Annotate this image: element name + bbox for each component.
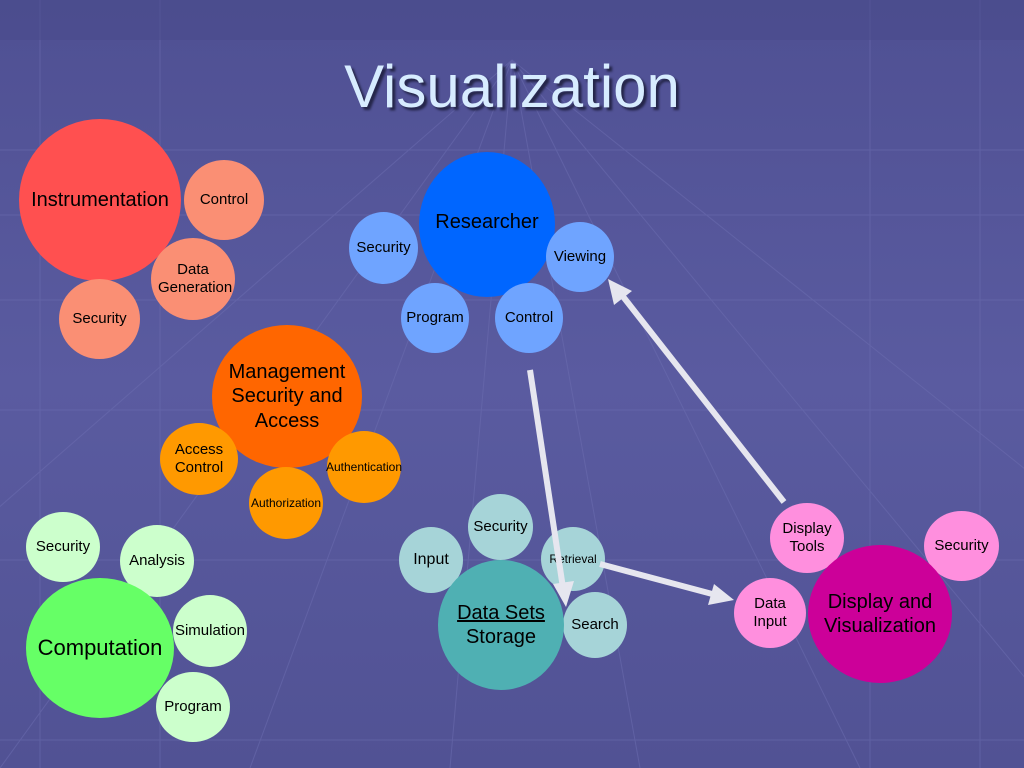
instrumentation-control-bubble: Control [184,160,264,240]
researcher-bubble: Researcher [419,152,555,297]
computation-simulation-label: Simulation [174,621,246,639]
display-visualization-label: Display and Visualization [824,590,936,637]
management-authentication-bubble: Authentication [325,431,403,503]
data-sets-search-label: Search [571,615,619,633]
management-access-control-bubble: Access Control [160,423,238,495]
display-tools-label: Display Tools [782,519,832,555]
data-sets-input-label: Input [413,551,449,569]
data-sets-search-bubble: Search [563,592,627,658]
data-sets-retrieval-bubble: Retrieval [541,527,605,591]
instrumentation-data-generation-label: Data Generation [158,260,233,296]
computation-analysis-label: Analysis [129,551,185,569]
slide-title: Visualization [344,53,680,120]
display-security-bubble: Security [924,511,999,581]
computation-program-label: Program [164,697,222,715]
researcher-security-bubble: Security [349,212,418,284]
researcher-program-bubble: Program [401,283,469,353]
management-authorization-bubble: Authorization [249,467,323,539]
management-authentication-label: Authentication [325,459,403,474]
instrumentation-control-label: Control [199,190,249,208]
researcher-viewing-label: Viewing [553,247,607,265]
researcher-viewing-bubble: Viewing [546,222,614,292]
instrumentation-security-label: Security [72,309,127,327]
data-sets-security-label: Security [473,517,528,535]
computation-security-bubble: Security [26,512,100,582]
instrumentation-security-bubble: Security [59,279,140,359]
display-visualization-bubble: Display and Visualization [808,545,952,683]
computation-label: Computation [37,634,163,660]
display-data-input-bubble: Data Input [734,578,806,648]
researcher-control-label: Control [504,308,554,326]
management-label: Management Security and Access [228,360,346,432]
researcher-control-bubble: Control [495,283,563,353]
researcher-security-label: Security [356,238,411,256]
data-sets-security-bubble: Security [468,494,533,560]
researcher-label: Researcher [435,211,539,233]
instrumentation-data-generation-bubble: Data Generation [151,238,235,320]
computation-bubble: Computation [26,578,174,718]
data-sets-storage-bubble: Data Sets Storage [438,560,564,690]
management-access-control-label: Access Control [174,440,224,476]
computation-program-bubble: Program [156,672,230,742]
researcher-program-label: Program [406,308,464,326]
computation-security-label: Security [35,537,91,555]
computation-simulation-bubble: Simulation [173,595,247,667]
display-security-label: Security [934,536,989,554]
storage-label: Storage [465,626,537,648]
instrumentation-label: Instrumentation [31,188,169,211]
management-authorization-label: Authorization [250,495,322,510]
data-sets-retrieval-label: Retrieval [549,551,597,566]
instrumentation-bubble: Instrumentation [19,119,181,281]
data-sets-label: Data Sets [457,601,545,624]
display-data-input-label: Data Input [753,594,787,630]
